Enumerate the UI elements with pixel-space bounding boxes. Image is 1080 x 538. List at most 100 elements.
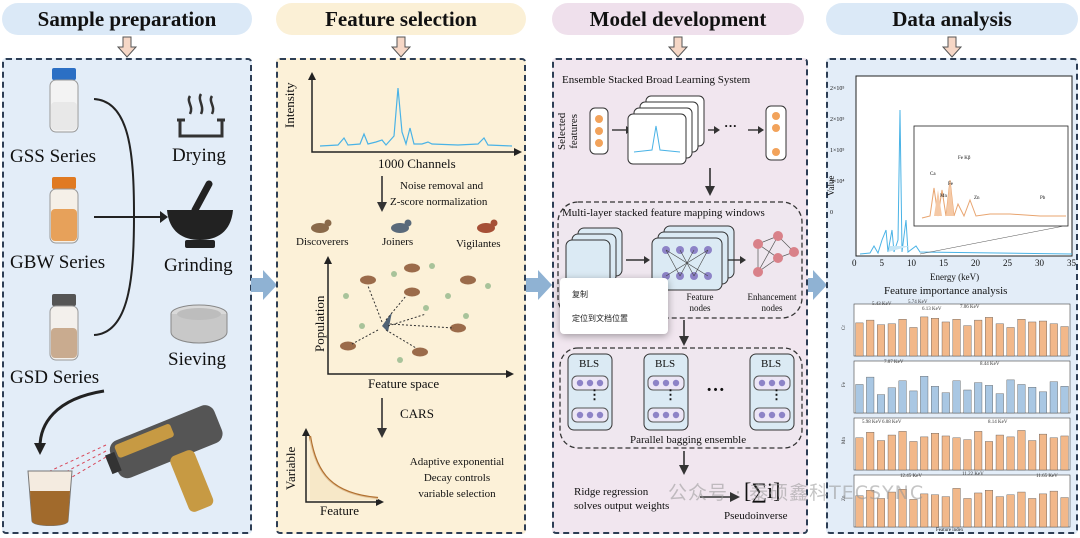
importance-bar [1039, 391, 1047, 414]
flow-arrow-icon [705, 168, 715, 196]
importance-bar [855, 495, 864, 528]
importance-bar [963, 389, 972, 414]
bls-ellipsis: ··· [706, 380, 726, 401]
xrf-analyzer-icon [27, 389, 223, 526]
importance-bar [1017, 384, 1026, 414]
header-model-development: Model development [552, 3, 804, 35]
bird-legend-icons [311, 219, 498, 233]
importance-bar [941, 392, 950, 414]
down-arrow-icon [942, 36, 962, 58]
importance-bar [995, 323, 1004, 357]
step-sieving: Sieving [168, 349, 227, 370]
importance-bar [877, 440, 885, 471]
importance-bar [866, 432, 875, 471]
wechat-watermark: 公众号 · 泰硕鑫科TECSYNC [668, 482, 925, 504]
importance-xlabel: Feature index [936, 528, 964, 533]
importance-bar [995, 434, 1004, 471]
peak-label-zn: Zn [974, 196, 980, 201]
peak-label-fe: Fe [948, 182, 953, 187]
decay-xlabel: Feature [320, 503, 359, 518]
importance-bar [985, 489, 993, 528]
importance-bar [963, 325, 972, 357]
xrf-spectrum-chart [855, 75, 1073, 257]
sum-symbol: [∑i] [744, 478, 781, 503]
right-arrow-icon [251, 270, 277, 300]
importance-bar [931, 432, 939, 471]
feature-nodes-label: Feature nodes [676, 292, 724, 314]
importance-bar [898, 431, 907, 471]
decay-plot [302, 428, 384, 506]
importance-bar [1006, 436, 1015, 471]
importance-bar [1006, 327, 1015, 357]
raw-spectrum-plot [308, 72, 522, 156]
importance-bar [931, 386, 939, 414]
enhancement-nodes-line2: nodes [761, 303, 783, 313]
importance-bar [1017, 319, 1026, 357]
importance-bar [1060, 497, 1069, 528]
importance-bar [941, 496, 950, 528]
right-arrow-icon [801, 270, 827, 300]
analysis-yticks: 2×10⁵ 2×10⁵ 1×10⁵ 5×10⁴ 0 [830, 74, 844, 229]
step-drying: Drying [172, 145, 226, 166]
context-menu: 复制 定位到文档位置 [560, 278, 668, 334]
bird-label-discoverers: Discoverers [296, 236, 349, 248]
analysis-xticks: 0 5 10 15 20 25 30 35 [852, 258, 1076, 268]
importance-bar [952, 319, 961, 357]
spectrum-xlabel: 1000 Channels [378, 156, 456, 171]
importance-bar [855, 322, 864, 357]
ytick: 1×10⁵ [830, 148, 845, 154]
sieve-icon [170, 304, 228, 344]
importance-bar [941, 321, 950, 357]
annotation: 12.45 KeV [900, 474, 922, 479]
ytick: 0 [830, 210, 833, 216]
peak-label-pb: Pb [1040, 196, 1046, 201]
ytick: 5×10⁴ [830, 179, 845, 185]
gss-bottle-icon [49, 68, 79, 133]
importance-series-label: Zn [842, 495, 847, 501]
importance-bar [909, 390, 918, 414]
importance-bar [1028, 498, 1037, 528]
importance-bar [887, 434, 896, 471]
context-menu-copy[interactable]: 复制 [572, 290, 588, 299]
importance-bar [855, 437, 864, 471]
xtick: 25 [1003, 258, 1012, 268]
step-cars: CARS [400, 406, 434, 421]
header-feature-selection: Feature selection [276, 3, 526, 35]
importance-bar [1006, 494, 1015, 528]
bird-label-vigilantes: Vigilantes [456, 238, 501, 250]
xtick: 0 [852, 258, 857, 268]
bls-label-1: BLS [579, 358, 600, 370]
bls-dots-1: ⋮ [588, 387, 601, 402]
population-xlabel: Feature space [368, 376, 440, 391]
bird-label-joiners: Joiners [382, 236, 414, 248]
flow-arrow-icon [679, 320, 689, 346]
ytick: 2×10⁵ [830, 117, 845, 123]
down-arrow-icon [391, 36, 411, 58]
importance-bar [898, 380, 907, 414]
importance-bar [866, 489, 875, 528]
mortar-icon [167, 180, 233, 248]
importance-bar [952, 380, 961, 414]
importance-bar [985, 385, 993, 414]
importance-bar [898, 489, 907, 528]
importance-bar [920, 436, 929, 471]
importance-series-label: Mn [842, 437, 847, 444]
importance-subplot-frame [853, 417, 1071, 471]
importance-bar [995, 393, 1004, 414]
importance-bar [985, 317, 993, 357]
importance-bar [974, 382, 983, 414]
context-menu-locate[interactable]: 定位到文档位置 [572, 314, 628, 323]
annotation: 8.44 KeV [980, 362, 1000, 367]
importance-bar [1006, 379, 1015, 414]
importance-bar [887, 323, 896, 357]
xtick: 15 [939, 258, 948, 268]
annotation: 7.07 KeV [884, 360, 904, 365]
panel-feature-selection [276, 58, 526, 534]
flow-arrow-icon [679, 451, 689, 475]
drying-icon [177, 93, 225, 138]
step-grinding: Grinding [164, 255, 233, 276]
enhancement-nodes-label: Enhancement nodes [740, 292, 804, 314]
annotation: 6.13 KeV [922, 307, 942, 312]
importance-bar [941, 435, 950, 471]
